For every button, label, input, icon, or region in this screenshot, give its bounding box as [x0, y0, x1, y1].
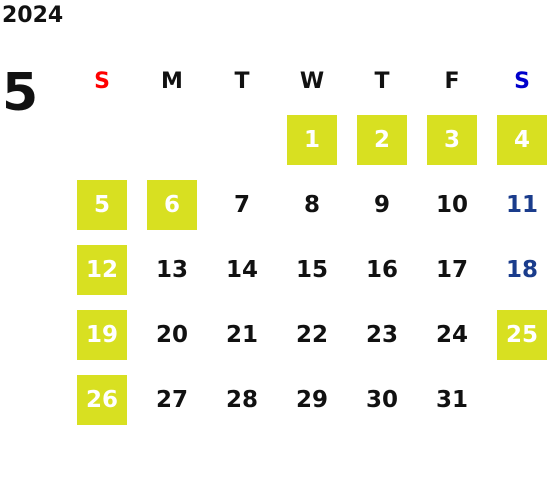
weekday-header-tue: T: [234, 68, 250, 94]
day-number: 4: [497, 114, 547, 165]
day-cell[interactable]: 12: [67, 237, 137, 302]
weekday-header-mon: M: [161, 68, 183, 94]
day-number: 18: [505, 256, 538, 283]
day-number: 15: [295, 256, 328, 283]
day-number: 24: [435, 321, 468, 348]
day-cell[interactable]: 25: [487, 302, 548, 367]
day-cell[interactable]: 26: [67, 367, 137, 432]
calendar-year: 2024: [2, 3, 64, 28]
day-number: 6: [147, 179, 197, 230]
day-cell[interactable]: 6: [137, 172, 207, 237]
day-cell[interactable]: 10: [417, 172, 487, 237]
day-number: 2: [357, 114, 407, 165]
empty-day-cell: [67, 107, 137, 172]
day-cell[interactable]: 27: [137, 367, 207, 432]
day-cell[interactable]: 14: [207, 237, 277, 302]
day-number: 5: [77, 179, 127, 230]
day-cell[interactable]: 22: [277, 302, 347, 367]
day-number: 13: [155, 256, 188, 283]
day-cell[interactable]: 16: [347, 237, 417, 302]
day-number: 3: [427, 114, 477, 165]
day-number: 26: [77, 374, 127, 425]
day-cell[interactable]: 9: [347, 172, 417, 237]
day-number: 1: [287, 114, 337, 165]
day-cell[interactable]: 3: [417, 107, 487, 172]
day-cell[interactable]: 20: [137, 302, 207, 367]
weekday-header-sun: S: [94, 68, 110, 94]
weekday-header-sat: S: [514, 68, 530, 94]
day-cell[interactable]: 31: [417, 367, 487, 432]
empty-day-cell: [207, 107, 277, 172]
day-cell[interactable]: 29: [277, 367, 347, 432]
day-number: 28: [225, 386, 258, 413]
weekday-header-fri: F: [444, 68, 460, 94]
day-number: 9: [373, 191, 390, 218]
day-number: 25: [497, 309, 547, 360]
day-number: 27: [155, 386, 188, 413]
day-number: 31: [435, 386, 468, 413]
day-number: 17: [435, 256, 468, 283]
day-number: 30: [365, 386, 398, 413]
day-cell[interactable]: 30: [347, 367, 417, 432]
day-number: 10: [435, 191, 468, 218]
weekday-header-thu: T: [374, 68, 390, 94]
day-number: 19: [77, 309, 127, 360]
empty-day-cell: [137, 107, 207, 172]
day-number: 8: [303, 191, 320, 218]
day-cell[interactable]: 24: [417, 302, 487, 367]
day-cell[interactable]: 19: [67, 302, 137, 367]
day-cell[interactable]: 13: [137, 237, 207, 302]
day-cell[interactable]: 5: [67, 172, 137, 237]
day-cell[interactable]: 8: [277, 172, 347, 237]
day-cell[interactable]: 15: [277, 237, 347, 302]
day-number: 16: [365, 256, 398, 283]
day-cell[interactable]: 21: [207, 302, 277, 367]
day-cell[interactable]: 17: [417, 237, 487, 302]
day-cell[interactable]: 23: [347, 302, 417, 367]
day-number: 7: [233, 191, 250, 218]
day-number: 21: [225, 321, 258, 348]
day-cell[interactable]: 4: [487, 107, 548, 172]
day-number: 20: [155, 321, 188, 348]
day-number: 11: [505, 191, 538, 218]
day-number: 29: [295, 386, 328, 413]
calendar-month: 5: [2, 63, 39, 123]
day-cell[interactable]: 18: [487, 237, 548, 302]
day-number: 14: [225, 256, 258, 283]
day-cell[interactable]: 1: [277, 107, 347, 172]
day-cell[interactable]: 28: [207, 367, 277, 432]
day-number: 23: [365, 321, 398, 348]
day-cell[interactable]: 7: [207, 172, 277, 237]
day-cell[interactable]: 2: [347, 107, 417, 172]
day-number: 12: [77, 244, 127, 295]
weekday-header-wed: W: [299, 68, 325, 94]
day-number: 22: [295, 321, 328, 348]
day-cell[interactable]: 11: [487, 172, 548, 237]
